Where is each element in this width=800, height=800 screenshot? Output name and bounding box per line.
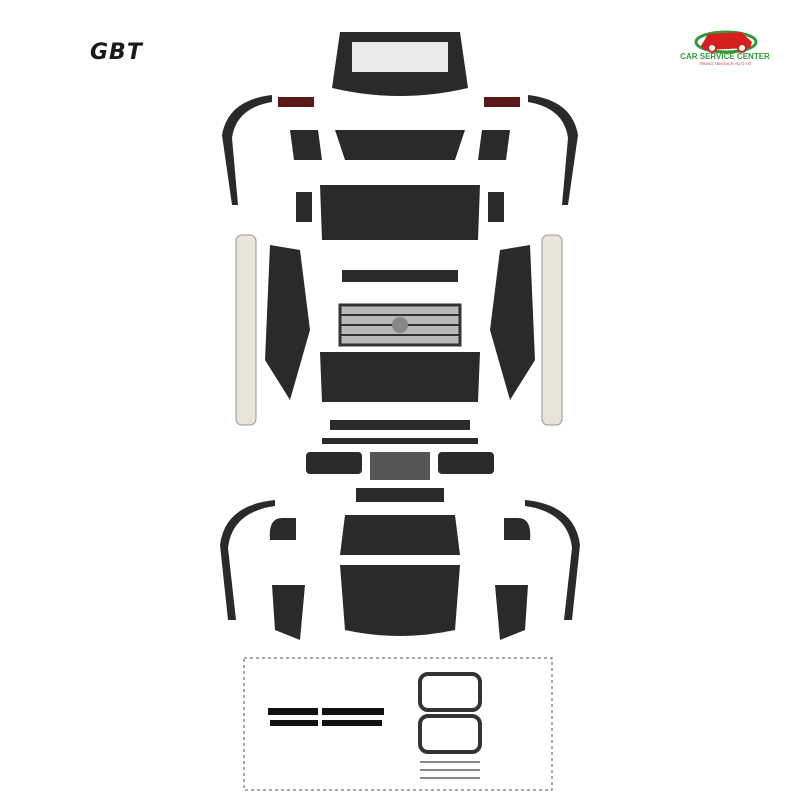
hood [340, 565, 460, 636]
wheel-liner-left [265, 245, 310, 400]
fender-left [272, 585, 305, 640]
gbt-logo: GBT [90, 40, 143, 65]
mirror-right [504, 518, 531, 540]
fender-flare-top-left [222, 95, 272, 205]
roof-spoiler [335, 130, 465, 160]
fender-flare-bottom-left [220, 500, 275, 620]
fender-flare-bottom-right [525, 500, 580, 620]
fender-flare-top-right [528, 95, 578, 205]
taillight-left [278, 97, 314, 107]
side-step-right [541, 234, 563, 426]
car-logo-icon [694, 30, 758, 54]
car-service-center-logo: CAR SERVICE CENTER TRUNG TÂM DỊCH VỤ Ô T… [672, 28, 778, 66]
side-step-left [235, 234, 257, 426]
window-trim-2 [418, 714, 482, 754]
wheel-liner-right [490, 245, 535, 400]
rear-bumper [320, 185, 480, 240]
headlight-right [438, 452, 494, 474]
mirror-left [269, 518, 296, 540]
accessory-box [243, 657, 553, 791]
headlight-left [306, 452, 362, 474]
dealer-name: CAR SERVICE CENTER [680, 52, 770, 61]
window-trim-1 [418, 672, 482, 712]
dealer-subtitle: TRUNG TÂM DỊCH VỤ Ô TÔ [698, 61, 752, 66]
rear-corner-right [478, 130, 510, 160]
gbt-logo-text: GBT [90, 40, 143, 65]
rear-corner-left [290, 130, 322, 160]
taillight-right [484, 97, 520, 107]
fender-right [495, 585, 528, 640]
front-bumper [320, 352, 480, 402]
hood-liner [340, 515, 460, 555]
